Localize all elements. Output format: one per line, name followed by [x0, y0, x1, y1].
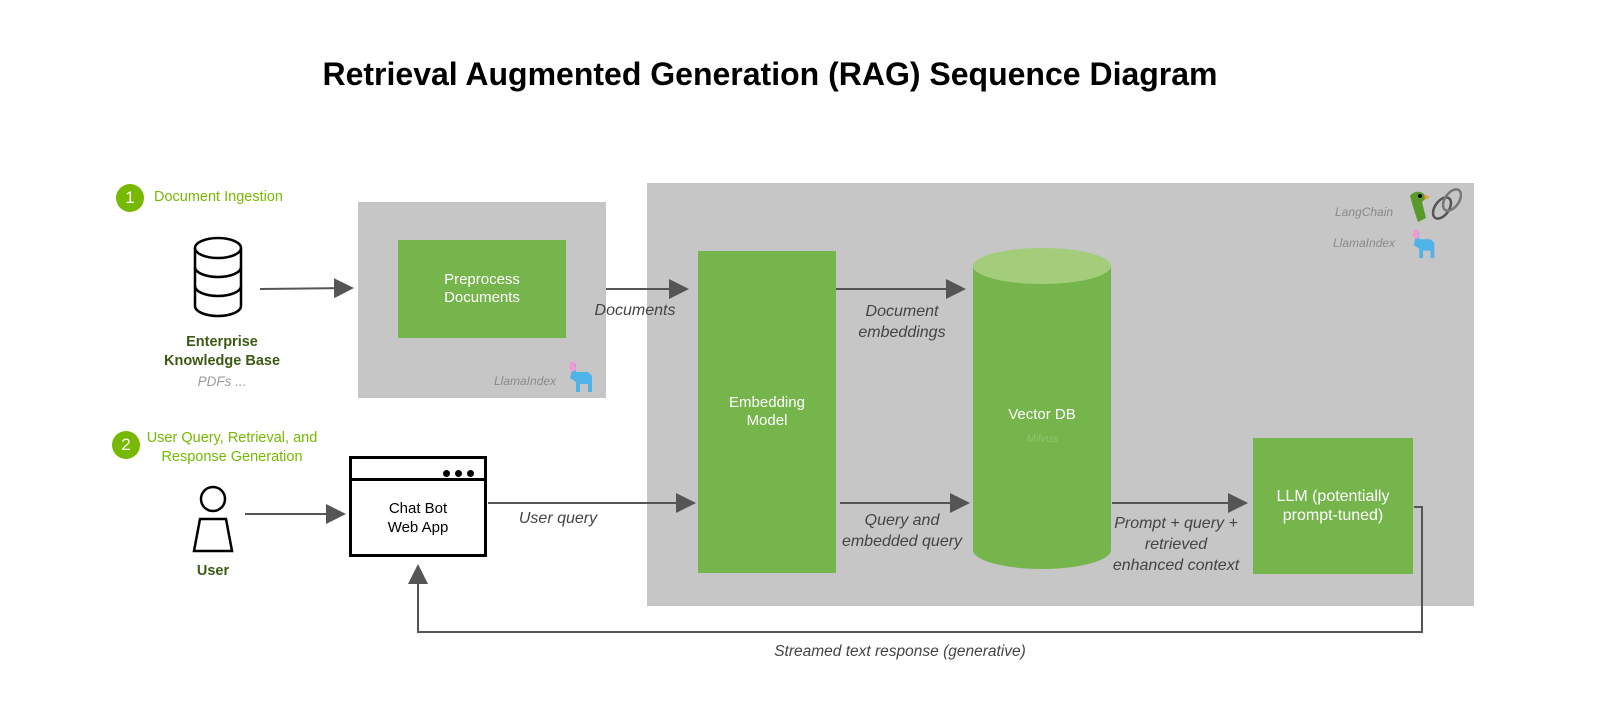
llm-box: LLM (potentially prompt-tuned) [1253, 438, 1413, 574]
chatbot-label: Chat Bot Web App [387, 500, 449, 536]
window-dot-icon [467, 470, 474, 477]
knowledge-base-sublabel: PDFs ... [197, 374, 247, 389]
edge-document-embeddings-label: Document embeddings [858, 303, 946, 341]
llama-icon [569, 362, 592, 392]
edge-streamed-response-label: Streamed text response (generative) [774, 643, 1026, 660]
diagram-title: Retrieval Augmented Generation (RAG) Seq… [322, 56, 1218, 92]
llm-label: LLM (potentially prompt-tuned) [1276, 488, 1390, 524]
chatbot-web-app: Chat Bot Web App [349, 456, 487, 557]
embedding-model-box: Embedding Model [698, 251, 836, 573]
langchain-brand-label: LangChain [1335, 205, 1394, 219]
step-1-label: Document Ingestion [154, 189, 283, 205]
database-icon [193, 236, 243, 318]
embedding-model-label: Embedding Model [729, 394, 805, 429]
preprocess-documents-box: Preprocess Documents [398, 240, 566, 338]
step-2-badge: 2 [112, 431, 140, 459]
step-1-number: 1 [125, 188, 135, 207]
vector-db-label: Vector DB [1008, 406, 1076, 423]
step-2-label: User Query, Retrieval, and Response Gene… [146, 430, 318, 465]
llama-icon-main [1412, 229, 1435, 259]
llamaindex-brand-label: LlamaIndex [1333, 236, 1396, 250]
chatbot-window-bar [352, 459, 484, 481]
edge-query-embedded-label: Query and embedded query [841, 512, 963, 550]
edge-prompt-context-label: Prompt + query + retrieved enhanced cont… [1112, 515, 1240, 574]
vector-db-sublabel: Milvus [1026, 433, 1058, 445]
edge-user-query-label: User query [518, 510, 598, 527]
user-label: User [196, 563, 230, 579]
step-1-badge: 1 [116, 184, 144, 212]
user-icon [192, 485, 234, 553]
knowledge-base-label: Enterprise Knowledge Base [163, 334, 281, 369]
preprocess-brand-label: LlamaIndex [494, 374, 557, 388]
vector-db-cylinder [973, 248, 1111, 569]
preprocess-label: Preprocess Documents [444, 271, 520, 306]
step-2-number: 2 [121, 435, 131, 454]
parrot-chain-icon [1410, 188, 1462, 222]
edge-documents-label: Documents [594, 302, 676, 319]
window-dot-icon [455, 470, 462, 477]
window-dot-icon [443, 470, 450, 477]
